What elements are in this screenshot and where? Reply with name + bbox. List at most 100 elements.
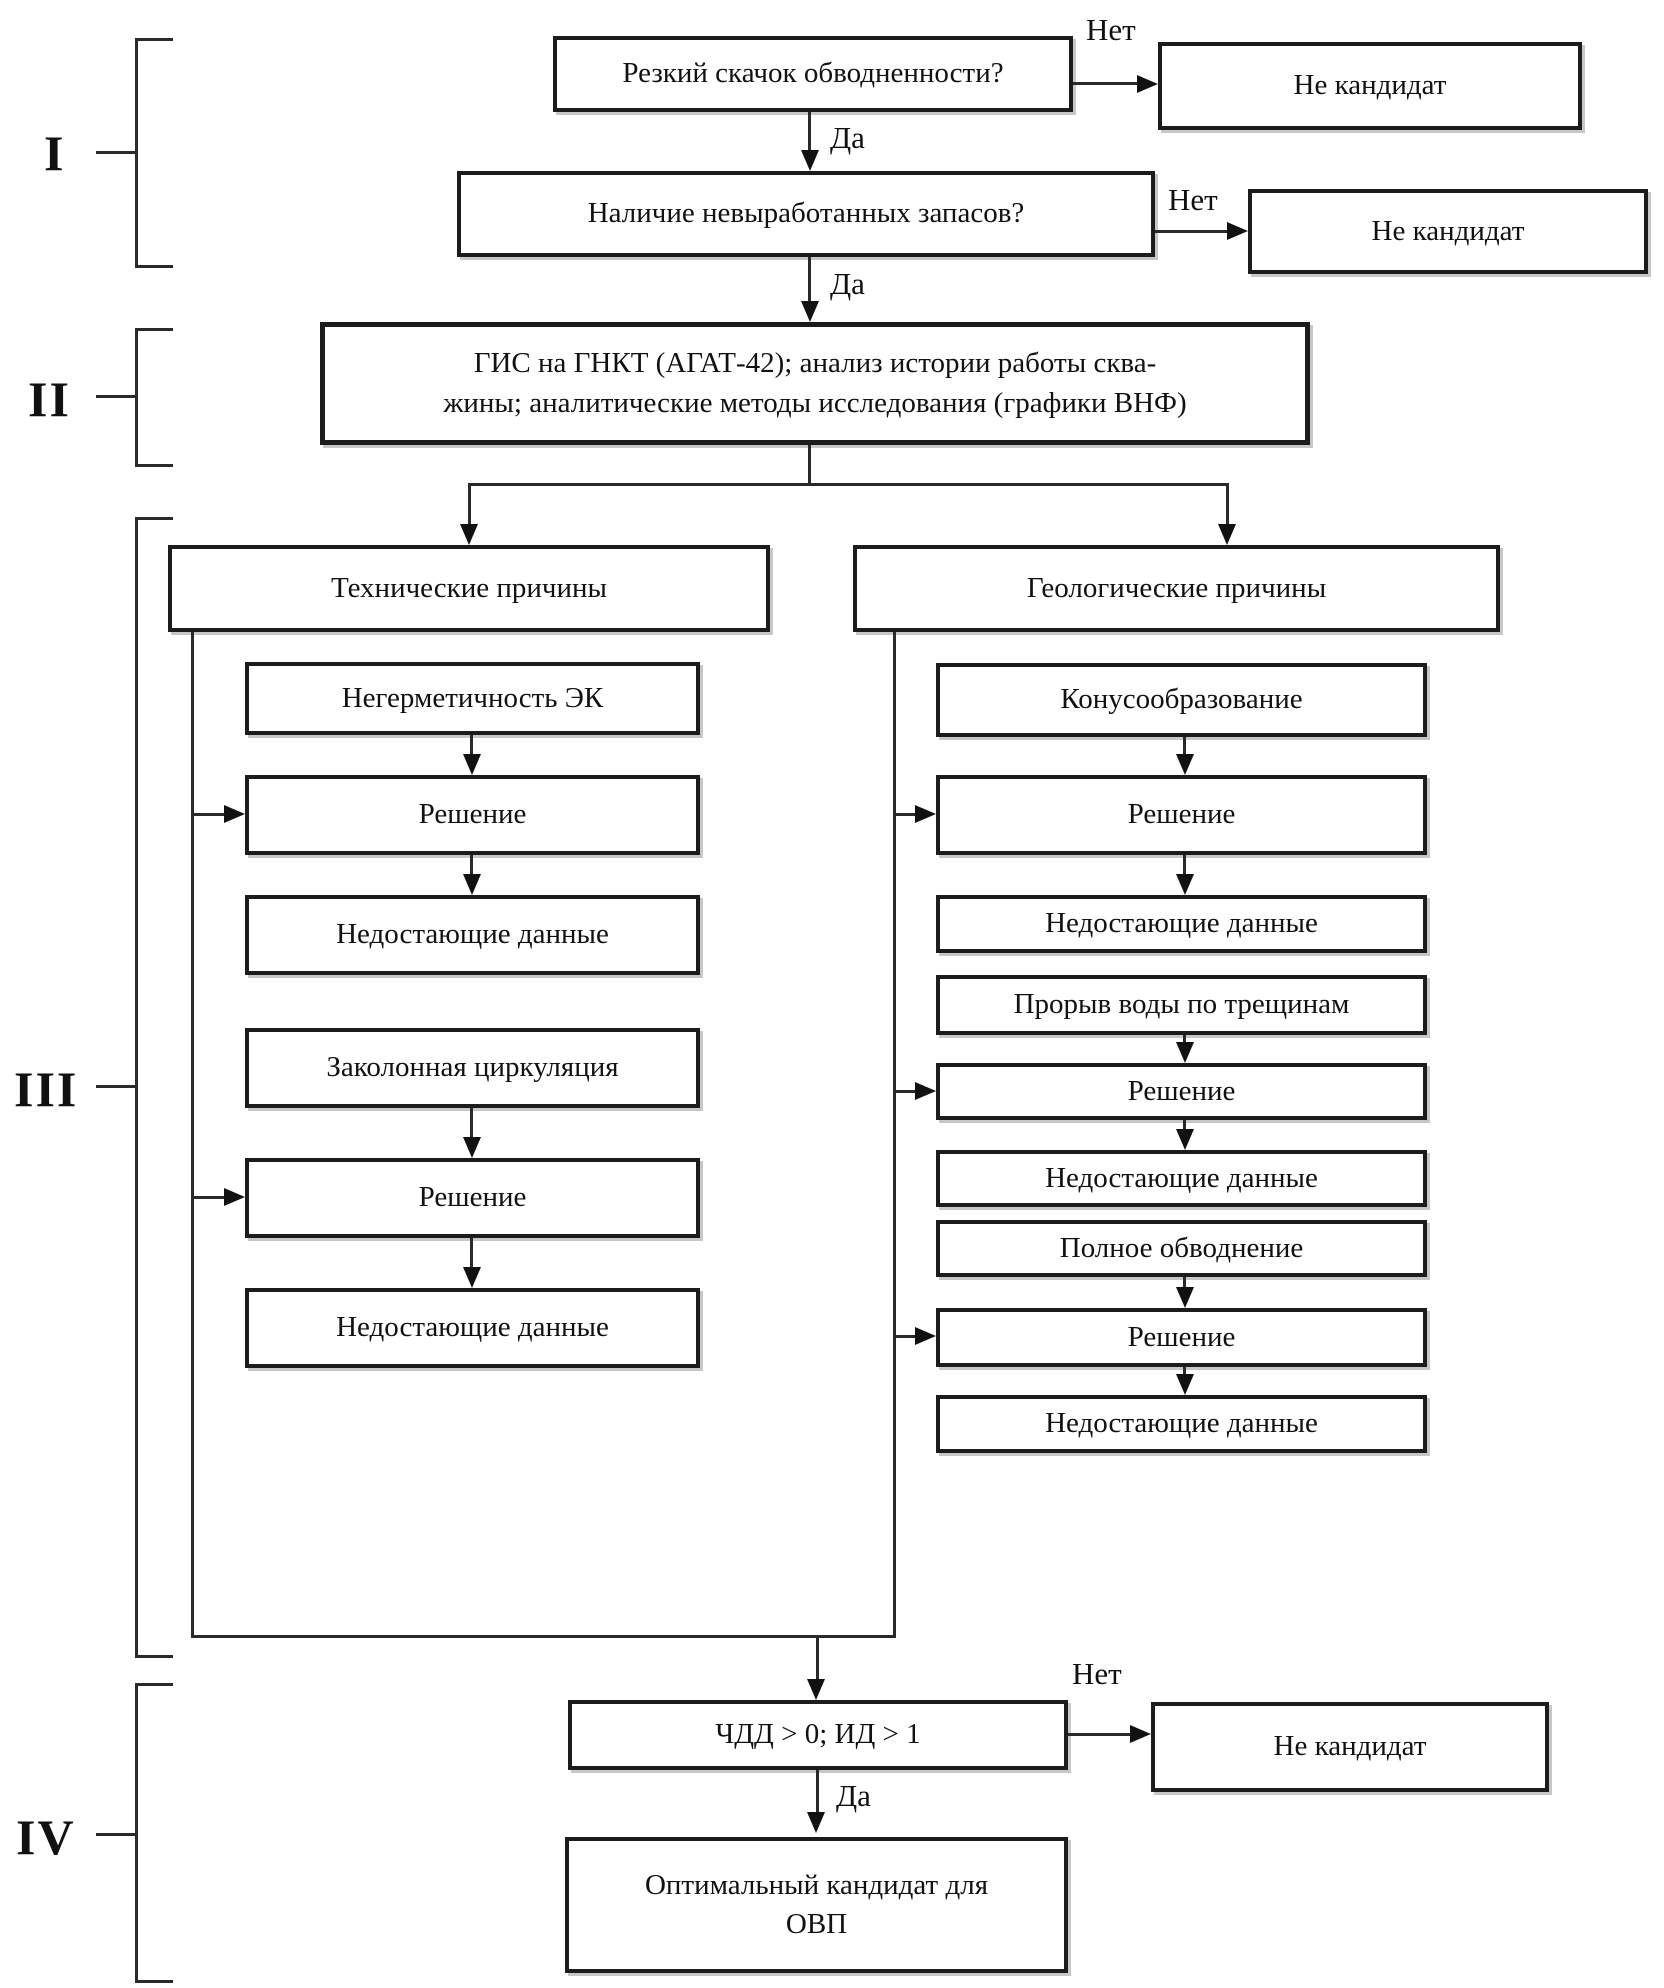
not-candidate-box-2: Не кандидат [1248, 189, 1648, 274]
arrowhead-geological-branch-2 [915, 1082, 936, 1100]
geo-arrow-5 [1176, 1287, 1194, 1308]
arrowhead-geological-branch-1 [915, 805, 936, 823]
geological-cause-3-box: Полное обводнение [936, 1220, 1427, 1277]
technical-header-box: Технические причины [168, 545, 770, 632]
connector-econ-nk3 [1068, 1733, 1130, 1736]
geological-solution-2-box: Решение [936, 1063, 1427, 1120]
geological-solution-3-box: Решение [936, 1308, 1427, 1367]
arrowhead-q2-gis [801, 301, 819, 322]
bracket-4-top-tick [135, 1683, 173, 1686]
geological-branch-2 [896, 1090, 918, 1093]
arrowhead-technical-branch-1 [224, 805, 245, 823]
technical-branch-1 [194, 813, 226, 816]
geological-header-box: Геологические причины [853, 545, 1500, 632]
geological-branch-1 [896, 813, 918, 816]
arrowhead-split-right [1218, 524, 1236, 545]
geological-missing-3-box: Недостающие данные [936, 1395, 1427, 1453]
bracket-3-top-tick [135, 517, 173, 520]
geological-cause-2-box: Прорыв воды по трещинам [936, 975, 1427, 1035]
arrowhead-merge-econ [807, 1679, 825, 1700]
arrowhead-geological-branch-3 [915, 1327, 936, 1345]
diagnostics-box: ГИС на ГНКТ (АГАТ-42); анализ истории ра… [320, 322, 1310, 445]
tech-arrow-4 [463, 1267, 481, 1288]
geo-conn-3 [1183, 1035, 1186, 1045]
geo-conn-2 [1183, 855, 1186, 877]
question-reserves-box: Наличие невыработанных запасов? [457, 171, 1155, 257]
geological-missing-2-box: Недостающие данные [936, 1150, 1427, 1207]
geological-solution-1-box: Решение [936, 775, 1427, 855]
bracket-2-bottom-tick [135, 464, 173, 467]
diagnostics-line-2: жины; аналитические методы исследования … [443, 386, 1187, 419]
bracket-4-vertical [135, 1683, 138, 1983]
geo-arrow-4 [1176, 1129, 1194, 1150]
tech-arrow-1 [463, 754, 481, 775]
bracket-4-bottom-tick [135, 1980, 173, 1983]
geological-cause-1-box: Конусообразование [936, 663, 1427, 737]
bracket-2-vertical [135, 328, 138, 467]
geo-conn-5 [1183, 1277, 1186, 1290]
connector-q2-gis [808, 257, 811, 303]
arrowhead-q2-nk2 [1227, 222, 1248, 240]
stage-label-2: II [28, 371, 71, 427]
merge-rail [191, 1635, 896, 1638]
bracket-3-dash [96, 1085, 135, 1088]
arrowhead-split-left [460, 524, 478, 545]
bracket-4-dash [96, 1833, 135, 1836]
geo-arrow-6 [1176, 1374, 1194, 1395]
geological-rail [893, 632, 896, 1638]
technical-branch-2 [194, 1196, 226, 1199]
connector-gis-split [808, 445, 811, 483]
arrowhead-technical-branch-2 [224, 1188, 245, 1206]
yes-label-3: Да [836, 1778, 871, 1813]
split-horizontal [468, 483, 1228, 486]
yes-label-2: Да [830, 266, 865, 301]
tech-arrow-3 [463, 1137, 481, 1158]
no-label-1: Нет [1086, 12, 1136, 47]
bracket-1-top-tick [135, 38, 173, 41]
bracket-1-vertical [135, 38, 138, 268]
yes-label-1: Да [830, 120, 865, 155]
bracket-2-dash [96, 395, 135, 398]
stage-label-3: III [14, 1061, 79, 1117]
technical-missing-2-box: Недостающие данные [245, 1288, 700, 1368]
arrowhead-q1-q2 [801, 150, 819, 171]
technical-solution-1-box: Решение [245, 775, 700, 855]
tech-conn-1 [470, 735, 473, 757]
optimal-candidate-box: Оптимальный кандидат для ОВП [565, 1837, 1068, 1973]
bracket-1-bottom-tick [135, 265, 173, 268]
split-left-drop [468, 483, 471, 525]
connector-q1-q2 [808, 112, 811, 152]
no-label-3: Нет [1072, 1656, 1122, 1691]
technical-rail [191, 632, 194, 1638]
geological-branch-3 [896, 1335, 918, 1338]
not-candidate-box-1: Не кандидат [1158, 42, 1582, 130]
economic-criterion-box: ЧДД > 0; ИД > 1 [568, 1700, 1068, 1770]
stage-label-1: I [44, 125, 66, 181]
geo-arrow-2 [1176, 874, 1194, 895]
stage-label-4: IV [16, 1809, 76, 1865]
no-label-2: Нет [1168, 182, 1218, 217]
bracket-3-vertical [135, 517, 138, 1658]
question-watercut-jump-box: Резкий скачок обводненности? [553, 36, 1073, 112]
diagnostics-line-1: ГИС на ГНКТ (АГАТ-42); анализ истории ра… [473, 347, 1157, 380]
optimal-candidate-line-2: ОВП [785, 1908, 848, 1940]
optimal-candidate-line-1: Оптимальный кандидат для [644, 1868, 989, 1901]
geological-missing-1-box: Недостающие данные [936, 895, 1427, 953]
technical-cause-2-box: Заколонная циркуляция [245, 1028, 700, 1108]
technical-solution-2-box: Решение [245, 1158, 700, 1238]
tech-conn-3 [470, 1108, 473, 1140]
connector-q2-nk2 [1155, 230, 1228, 233]
geo-arrow-1 [1176, 754, 1194, 775]
split-right-drop [1226, 483, 1229, 525]
arrowhead-econ-optimal [807, 1812, 825, 1833]
tech-conn-2 [470, 855, 473, 877]
tech-conn-4 [470, 1238, 473, 1270]
geo-conn-4 [1183, 1120, 1186, 1132]
geo-arrow-3 [1176, 1042, 1194, 1063]
connector-q1-nk1 [1073, 82, 1138, 85]
bracket-2-top-tick [135, 328, 173, 331]
connector-econ-optimal [816, 1770, 819, 1815]
tech-arrow-2 [463, 874, 481, 895]
arrowhead-q1-nk1 [1137, 75, 1158, 93]
